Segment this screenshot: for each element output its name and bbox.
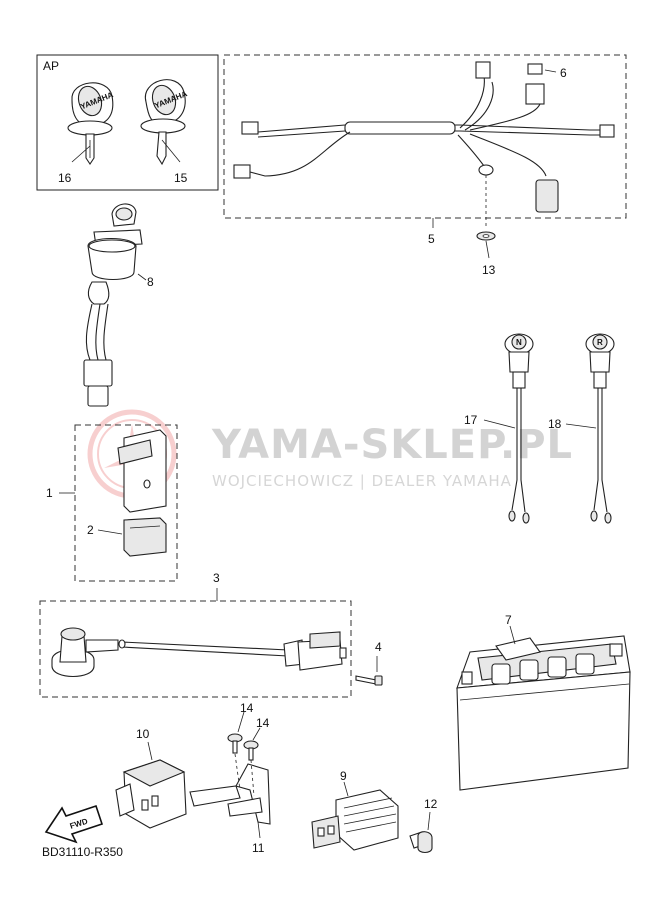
bolt-12: 12: [409, 797, 438, 854]
indicator-switch-17: N 17: [464, 333, 534, 524]
ap-box: AP YAMAHA YAMAHA 16 15: [36, 54, 219, 191]
screw-14b: 14: [243, 716, 270, 797]
fwd-arrow-icon: FWD: [44, 804, 104, 844]
callout-5: 5: [428, 232, 435, 246]
callout-15: 15: [174, 171, 188, 185]
callout-2: 2: [87, 523, 94, 537]
key-15: YAMAHA: [140, 79, 189, 166]
watermark-subtitle: WOJCIECHOWICZ | DEALER YAMAHA: [212, 472, 512, 490]
badge-r: R: [597, 338, 603, 347]
bracket-11: 11: [189, 763, 271, 855]
callout-1: 1: [46, 486, 53, 500]
callout-10: 10: [136, 727, 150, 741]
screw-14a: 14: [227, 701, 254, 791]
battery-7: 7: [456, 613, 631, 791]
main-switch-8: 8: [83, 203, 154, 407]
callout-3: 3: [213, 571, 220, 585]
callout-12: 12: [424, 797, 438, 811]
callout-13: 13: [482, 263, 496, 277]
ignition-coil-3: 3: [39, 571, 352, 698]
indicator-switch-18: R 18: [548, 333, 615, 524]
callout-14b: 14: [256, 716, 270, 730]
bolt-4: 4: [355, 640, 383, 686]
washer-13: 13: [476, 175, 496, 277]
callout-11: 11: [252, 841, 265, 855]
drawing-code: BD31110-R350: [42, 845, 123, 859]
rectifier-9: 9: [311, 769, 399, 851]
wire-harness: 6 5: [223, 54, 627, 246]
callout-7: 7: [505, 613, 512, 627]
callout-6: 6: [560, 66, 567, 80]
badge-n: N: [516, 338, 522, 347]
ap-label: AP: [43, 59, 59, 73]
callout-18: 18: [548, 417, 562, 431]
callout-16: 16: [58, 171, 72, 185]
callout-4: 4: [375, 640, 382, 654]
callout-9: 9: [340, 769, 347, 783]
callout-17: 17: [464, 413, 478, 427]
relay-10: 10: [115, 727, 187, 829]
watermark-title: YAMA-SKLEP.PL: [211, 422, 573, 468]
callout-8: 8: [147, 275, 154, 289]
callout-14a: 14: [240, 701, 254, 715]
cdi-group: 1 2: [46, 424, 178, 582]
key-16: YAMAHA: [67, 82, 115, 165]
